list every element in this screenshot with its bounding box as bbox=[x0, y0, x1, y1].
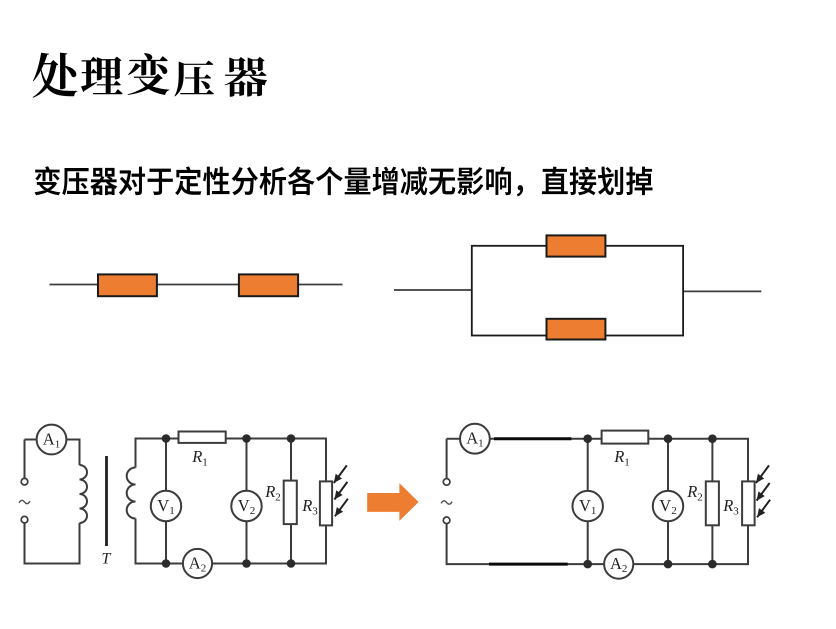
svg-text:R1: R1 bbox=[613, 447, 630, 469]
svg-text:T: T bbox=[102, 551, 112, 568]
svg-text:R2: R2 bbox=[686, 482, 703, 504]
svg-text:R2: R2 bbox=[264, 482, 281, 504]
svg-text:R3: R3 bbox=[722, 496, 739, 518]
svg-text:R3: R3 bbox=[301, 496, 318, 518]
svg-text:R1: R1 bbox=[191, 447, 208, 469]
